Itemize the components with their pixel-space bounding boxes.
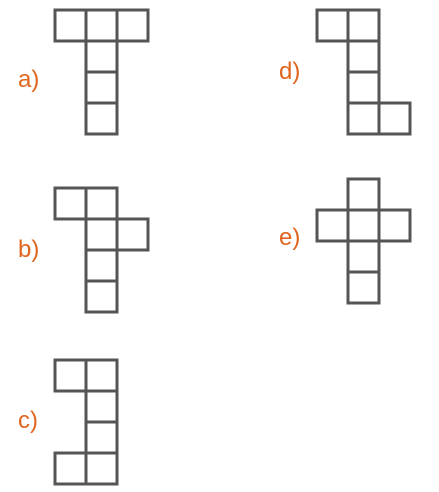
net-square — [346, 177, 381, 212]
option-c-label: c) — [18, 407, 38, 434]
net-square — [346, 239, 381, 274]
net-square — [315, 8, 350, 43]
net-square — [115, 8, 150, 43]
net-square — [84, 248, 119, 283]
net-square — [84, 70, 119, 105]
net-square — [115, 217, 150, 252]
net-square — [53, 186, 88, 221]
option-b-net — [53, 186, 150, 314]
net-square — [84, 451, 119, 486]
net-square — [84, 101, 119, 136]
net-square — [377, 208, 412, 243]
net-square — [346, 270, 381, 305]
net-square — [84, 358, 119, 393]
net-square — [346, 8, 381, 43]
option-a-net — [53, 8, 150, 136]
net-square — [346, 70, 381, 105]
net-square — [84, 8, 119, 43]
net-square — [346, 39, 381, 74]
net-square — [377, 101, 412, 136]
net-square — [84, 389, 119, 424]
net-square — [84, 186, 119, 221]
net-square — [84, 420, 119, 455]
option-b-label: b) — [18, 236, 40, 263]
option-c-net — [53, 358, 119, 486]
net-square — [84, 217, 119, 252]
net-square — [53, 8, 88, 43]
option-a-label: a) — [18, 66, 40, 93]
option-e-label: e) — [279, 224, 301, 251]
net-square — [346, 101, 381, 136]
net-square — [53, 451, 88, 486]
option-d-net — [315, 8, 412, 136]
net-square — [346, 208, 381, 243]
option-e-net — [315, 177, 412, 305]
net-square — [84, 279, 119, 314]
net-square — [84, 39, 119, 74]
net-square — [315, 208, 350, 243]
net-square — [53, 358, 88, 393]
option-d-label: d) — [279, 58, 301, 85]
